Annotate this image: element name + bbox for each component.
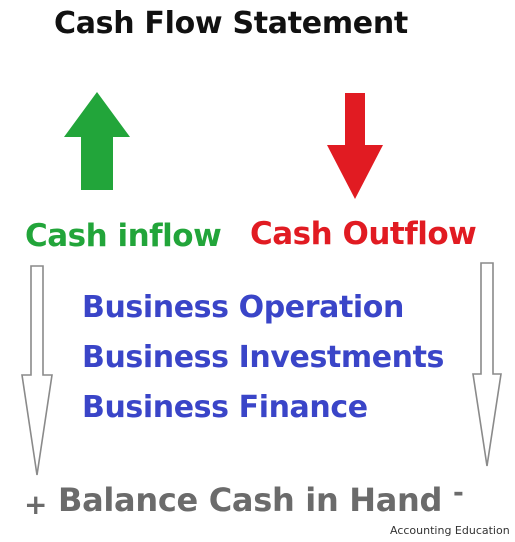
cash-outflow-label: Cash Outflow [250, 216, 477, 252]
balance-cash-label: Balance Cash in Hand [58, 481, 443, 519]
minus-sign: - [453, 478, 464, 508]
activity-business-operation: Business Operation [82, 290, 404, 325]
arrow-down-icon [327, 93, 383, 199]
right-outline-arrow-icon [472, 262, 502, 467]
left-outline-arrow-icon [21, 265, 53, 476]
plus-sign: + [24, 488, 48, 521]
cash-inflow-label: Cash inflow [25, 218, 222, 254]
activity-business-investments: Business Investments [82, 340, 445, 375]
arrow-up-icon [64, 92, 130, 190]
diagram-title: Cash Flow Statement [54, 6, 408, 41]
activity-business-finance: Business Finance [82, 390, 368, 425]
credit-text: Accounting Education [390, 524, 510, 537]
